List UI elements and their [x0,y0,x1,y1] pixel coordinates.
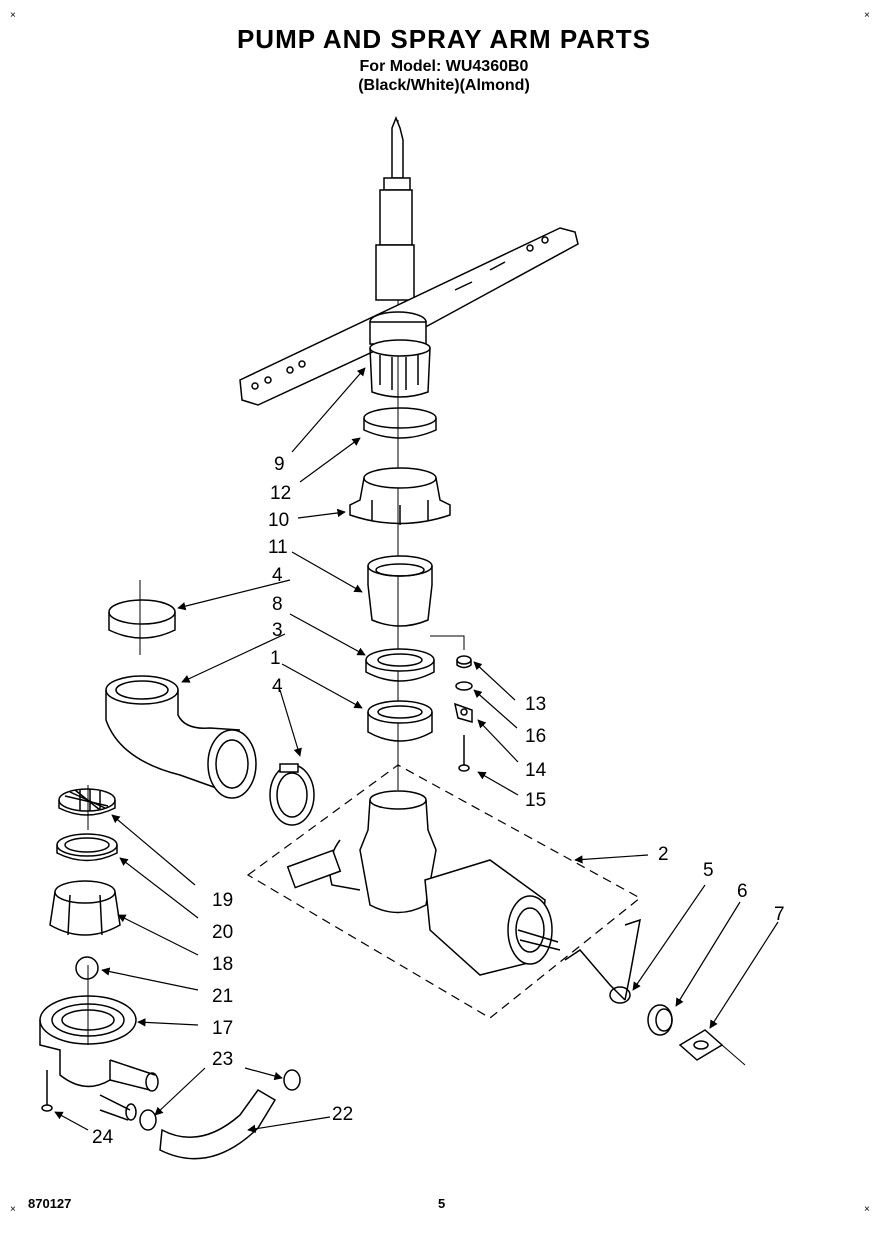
spray-arm-tube [375,115,415,301]
part-21-ball [75,956,99,980]
callout-7: 7 [774,904,785,925]
callout-13: 13 [525,694,546,715]
part-23-clamp-left [139,1109,157,1131]
callout-9: 9 [274,454,285,475]
part-4-clamp-lower [269,763,315,826]
page-title: PUMP AND SPRAY ARM PARTS [236,24,652,54]
part-15-screw [458,735,470,772]
page-number: 5 [438,1196,446,1211]
color-line: (Black/White)(Almond) [358,77,530,94]
part-4-clamp-upper [108,580,176,655]
corner-mark-tl: × [10,10,16,21]
part-13-nut [456,655,472,669]
callout-6: 6 [737,881,748,902]
part-22-hose [159,1089,277,1160]
part-10-collar [349,467,451,525]
callout-2: 2 [658,844,669,865]
callout-16: 16 [525,726,546,747]
corner-mark-br: × [864,1204,870,1215]
part-20-ring [56,833,118,862]
callout-24: 24 [92,1127,114,1148]
callout-14: 14 [525,760,547,781]
callout-11: 11 [268,537,288,558]
callout-20: 20 [212,922,233,943]
part-16-washer [455,681,473,691]
part-19-strainer [58,788,116,816]
callout-4-upper: 4 [272,565,283,586]
callout-23: 23 [212,1049,233,1070]
part-23-clamp-right [283,1069,301,1091]
part-12-ring [363,407,437,439]
callout-3: 3 [272,620,283,641]
document-code: 870127 [28,1196,72,1211]
callout-22: 22 [332,1104,353,1125]
part-24-screw [41,1070,53,1112]
part-17-housing [39,785,159,1121]
part-1-seal [367,700,433,742]
spray-arm [239,227,579,406]
part-14-bracket [453,702,473,723]
callout-4-lower: 4 [272,676,283,697]
part-2-pump-motor [286,790,561,976]
leader-arrows [54,367,779,1133]
corner-mark-tr: × [864,10,870,21]
part-8-seal [365,648,435,682]
model-line: For Model: WU4360B0 [359,58,529,75]
part-5-spring [564,918,641,1004]
callout-17: 17 [212,1018,233,1039]
part-6-grommet [647,1004,673,1036]
part-3-elbow [105,675,257,799]
callout-10: 10 [268,510,289,531]
part-7-gasket [678,1029,746,1066]
callout-5: 5 [703,860,714,881]
callout-15: 15 [525,790,546,811]
callout-19: 19 [212,890,233,911]
callout-21: 21 [212,986,233,1007]
part-9-nut [369,339,431,398]
callout-12: 12 [270,483,291,504]
callout-1: 1 [270,648,281,669]
corner-mark-bl: × [10,1204,16,1215]
part-18-cap [49,880,121,936]
part-11-sleeve [367,555,433,627]
callout-18: 18 [212,954,233,975]
callout-8: 8 [272,594,283,615]
